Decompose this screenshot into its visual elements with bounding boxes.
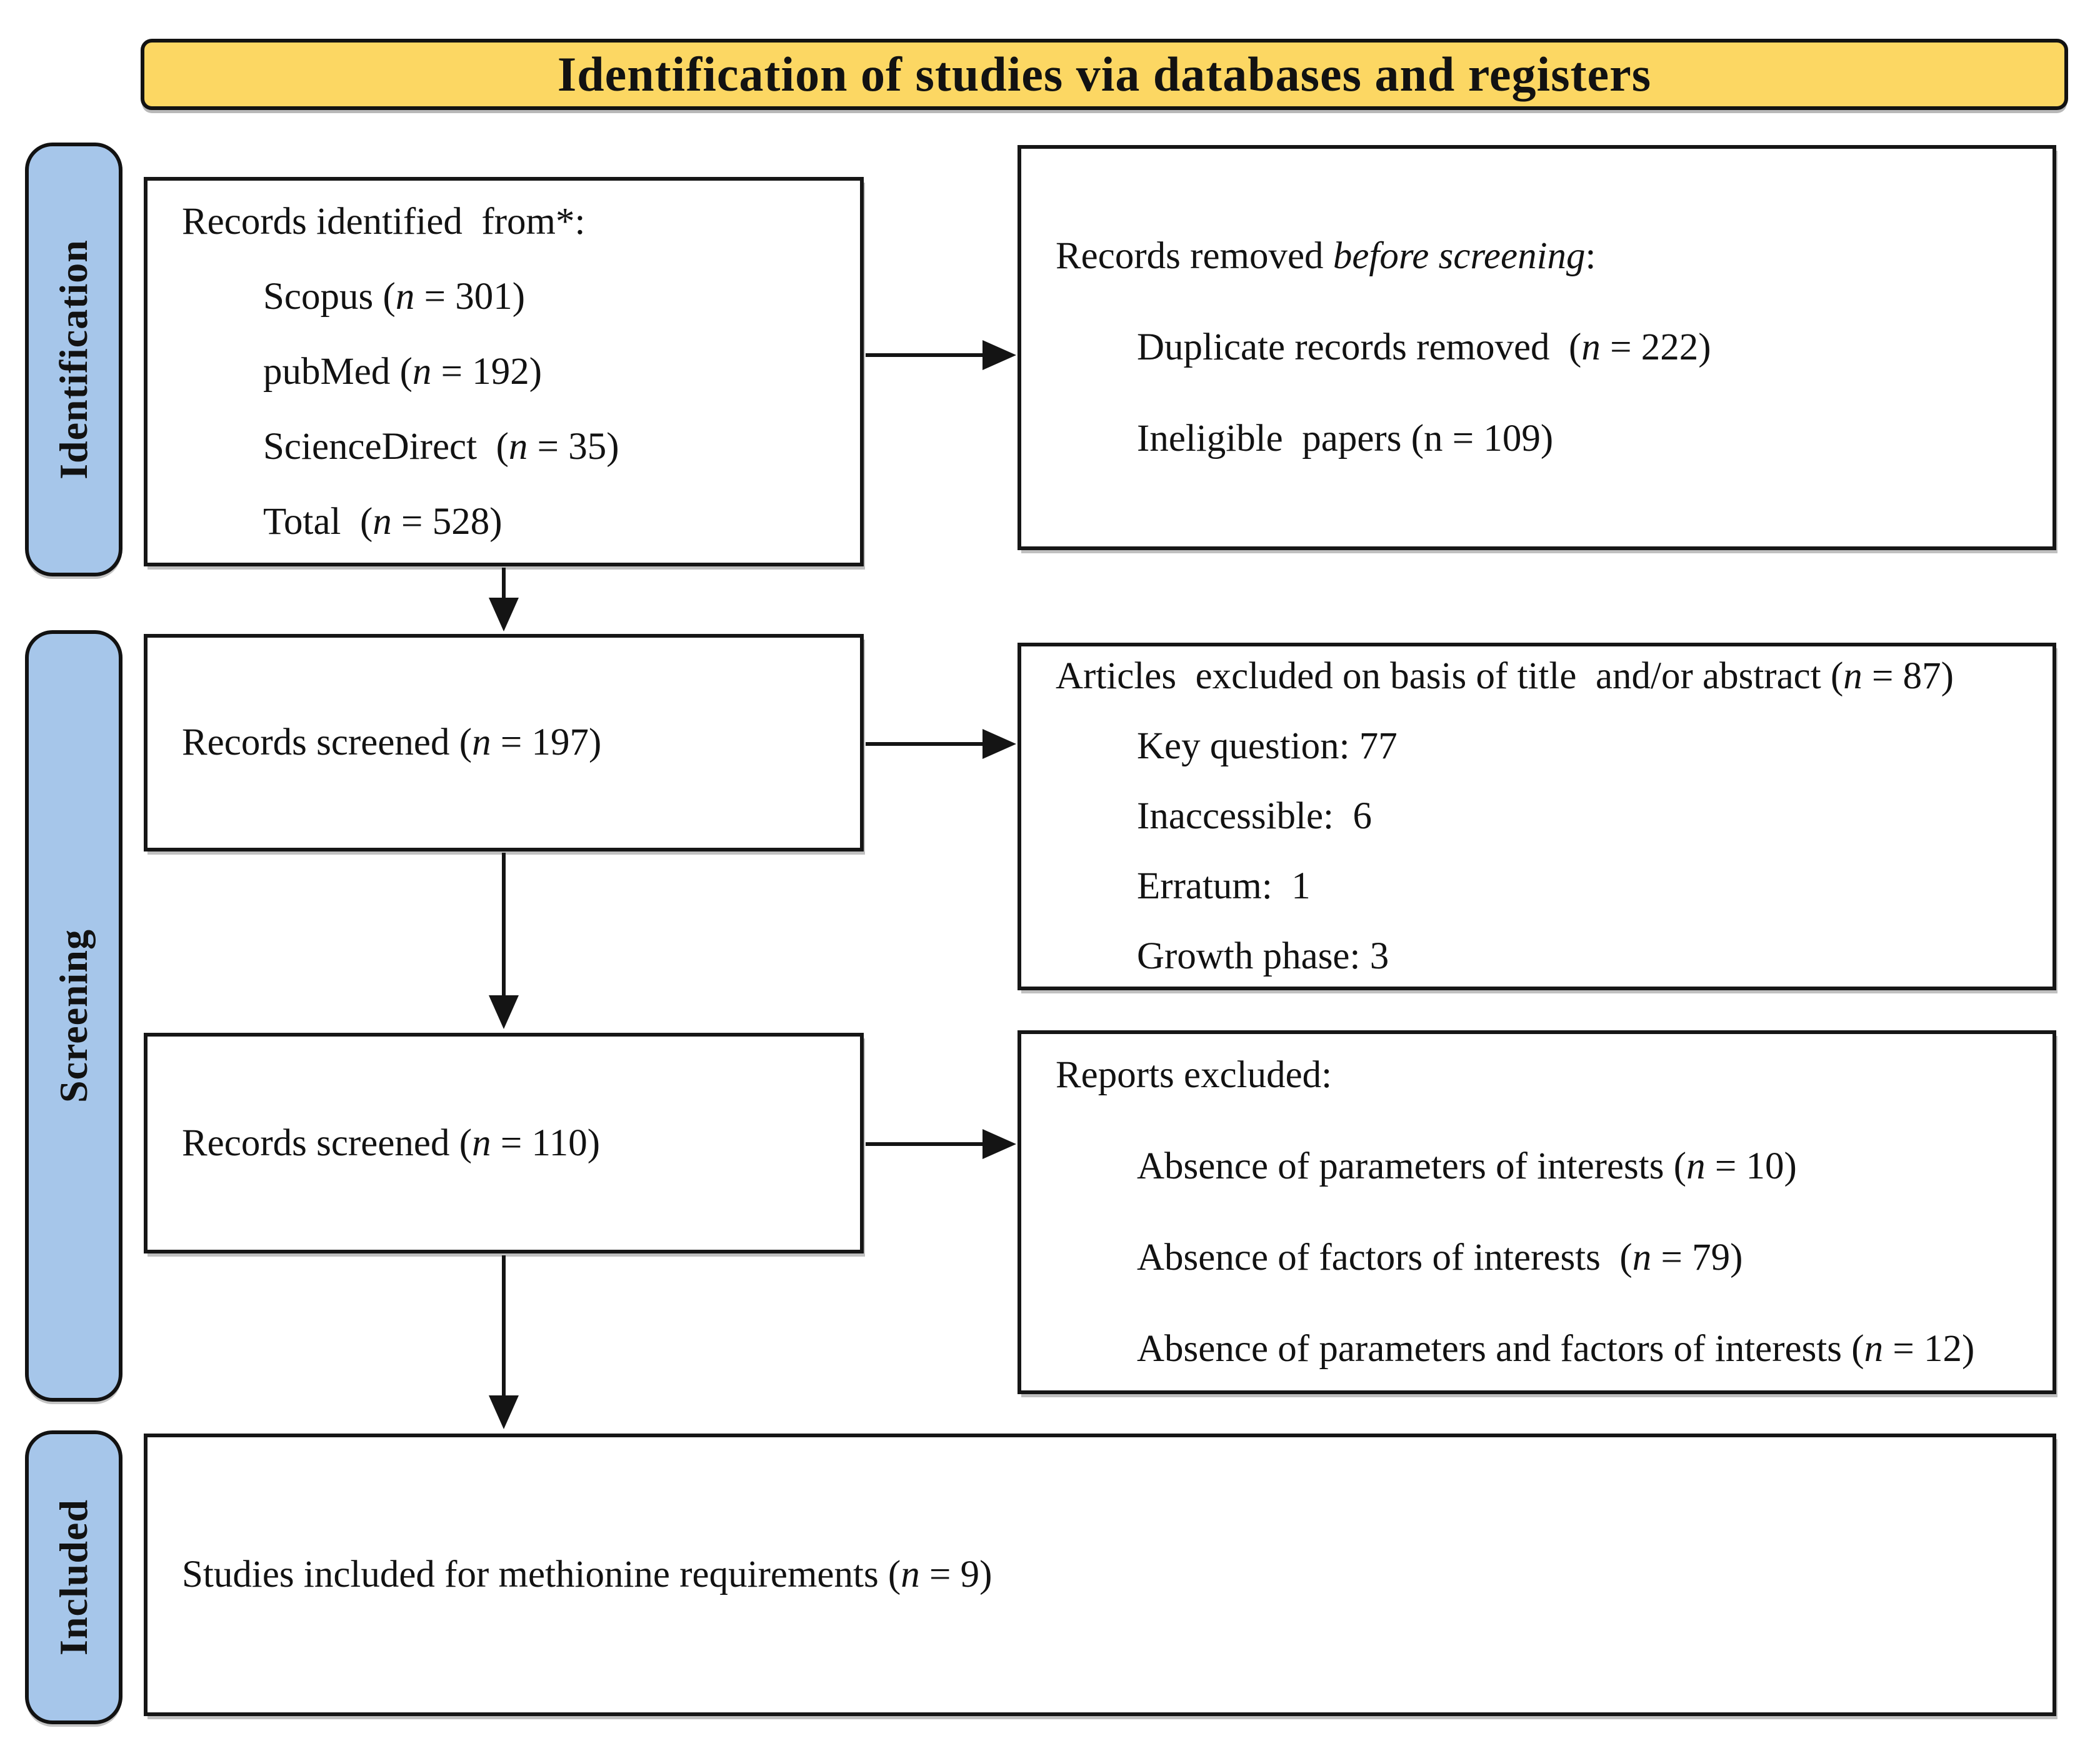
box-records-identified: Records identified from*: Scopus (n = 30…	[144, 177, 864, 566]
text-line: Inaccessible: 6	[1137, 795, 1372, 837]
text-line: Scopus (n = 301)	[263, 275, 526, 318]
title-banner: Identification of studies via databases …	[141, 39, 2068, 110]
stage-label-screening: Screening	[25, 630, 122, 1402]
text-line: Absence of factors of interests (n = 79)	[1137, 1237, 1743, 1278]
text-line: Key question: 77	[1137, 725, 1398, 767]
text-line: Records identified from*:	[182, 200, 586, 243]
text-line: Records screened (n = 110)	[182, 1122, 601, 1164]
text-line: Erratum: 1	[1137, 865, 1311, 907]
text-line: Total (n = 528)	[263, 500, 502, 543]
text-line: Records removed before screening:	[1056, 235, 1596, 277]
box-records-removed-before-screening: Records removed before screening: Duplic…	[1018, 145, 2056, 550]
text-line: Records screened (n = 197)	[182, 721, 602, 763]
text-line: Articles excluded on basis of title and/…	[1056, 655, 1954, 697]
box-records-screened-197: Records screened (n = 197)	[144, 634, 864, 851]
box-reports-excluded: Reports excluded: Absence of parameters …	[1018, 1030, 2056, 1394]
stage-label-identification-text: Identification	[51, 239, 96, 480]
box-studies-included: Studies included for methionine requirem…	[144, 1434, 2056, 1716]
stage-label-identification: Identification	[25, 143, 122, 576]
text-line: ScienceDirect (n = 35)	[263, 425, 619, 468]
text-line: Reports excluded:	[1056, 1054, 1332, 1096]
text-line: Ineligible papers (n = 109)	[1137, 418, 1554, 460]
stage-label-screening-text: Screening	[51, 928, 96, 1103]
text-line: Absence of parameters of interests (n = …	[1137, 1145, 1797, 1187]
stage-label-included-text: Included	[51, 1499, 96, 1655]
text-line: Growth phase: 3	[1137, 935, 1389, 977]
stage-label-included: Included	[25, 1430, 122, 1724]
text-line: Studies included for methionine requirem…	[182, 1554, 992, 1595]
text-line: pubMed (n = 192)	[263, 350, 542, 393]
box-articles-excluded: Articles excluded on basis of title and/…	[1018, 643, 2056, 990]
text-line: Duplicate records removed (n = 222)	[1137, 326, 1711, 368]
box-records-screened-110: Records screened (n = 110)	[144, 1033, 864, 1253]
page-title: Identification of studies via databases …	[557, 47, 1652, 101]
text-line: Absence of parameters and factors of int…	[1137, 1328, 1975, 1370]
